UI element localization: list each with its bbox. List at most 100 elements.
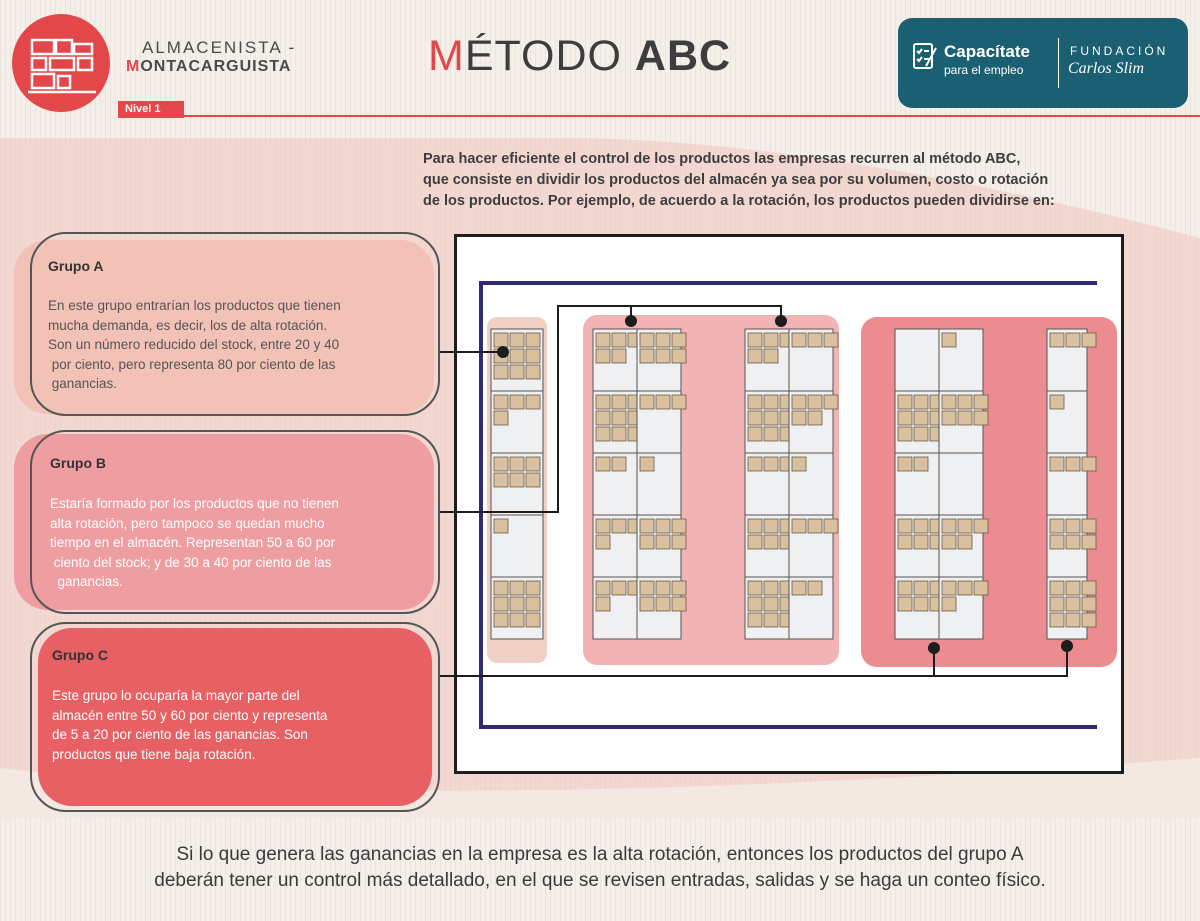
group-b-line: tiempo en el almacén. Representan 50 a 6… <box>50 535 336 550</box>
product-box <box>639 456 655 472</box>
product-box <box>1049 612 1065 628</box>
page-title: MÉTODO ABC <box>428 32 731 81</box>
product-box <box>639 518 655 534</box>
product-box <box>639 596 655 612</box>
product-box <box>1081 518 1097 534</box>
product-box <box>595 534 611 550</box>
product-box <box>595 332 611 348</box>
product-box <box>1065 596 1081 612</box>
product-box <box>525 364 541 380</box>
product-box <box>913 410 929 426</box>
intro-line: de los productos. Por ejemplo, de acuerd… <box>423 193 1055 209</box>
product-box <box>913 534 929 550</box>
product-box <box>763 394 779 410</box>
group-a-line: Son un número reducido del stock, entre … <box>48 337 340 352</box>
product-box <box>655 348 671 364</box>
product-box <box>897 426 913 442</box>
product-box <box>595 518 611 534</box>
intro-line: Para hacer eficiente el control de los p… <box>423 151 1021 167</box>
product-box <box>595 394 611 410</box>
conclusion-line: Si lo que genera las ganancias en la emp… <box>176 844 1024 865</box>
warehouse-diagram <box>454 234 1124 774</box>
product-box <box>525 472 541 488</box>
product-box <box>791 456 807 472</box>
warehouse-svg <box>479 281 1117 729</box>
connector-group-c <box>440 646 1068 677</box>
product-box <box>957 534 973 550</box>
partner-org: FUNDACIÓN <box>1070 44 1169 58</box>
product-box <box>897 534 913 550</box>
product-box <box>747 596 763 612</box>
group-a-line: mucha demanda, es decir, los de alta rot… <box>48 317 328 333</box>
product-box <box>595 426 611 442</box>
connector-dot <box>1061 640 1073 652</box>
product-box <box>957 518 973 534</box>
conclusion-line: deberán tener un control más detallado, … <box>154 870 1046 891</box>
title-abc: ABC <box>634 32 732 80</box>
product-box <box>493 456 509 472</box>
group-a-line: ganancias. <box>48 376 118 391</box>
group-a-text: En este grupo entrarían los productos qu… <box>48 296 438 394</box>
product-box <box>611 332 627 348</box>
product-box <box>493 410 509 426</box>
product-box <box>493 596 509 612</box>
group-c-line: almacén entre 50 y 60 por ciento y repre… <box>52 707 328 723</box>
product-box <box>611 426 627 442</box>
product-box <box>747 580 763 596</box>
product-box <box>655 534 671 550</box>
connector-dot <box>775 315 787 327</box>
group-c-text: Este grupo lo ocuparía la mayor parte de… <box>52 686 432 764</box>
product-box <box>941 332 957 348</box>
product-box <box>957 580 973 596</box>
product-box <box>941 518 957 534</box>
product-box <box>671 596 687 612</box>
product-box <box>747 332 763 348</box>
product-box <box>595 580 611 596</box>
product-box <box>1081 534 1097 550</box>
product-box <box>525 332 541 348</box>
partner-signature: Carlos Slim <box>1068 60 1145 77</box>
level-badge: Nivel 1 <box>118 101 184 118</box>
product-box <box>763 410 779 426</box>
product-box <box>913 596 929 612</box>
product-box <box>1065 580 1081 596</box>
group-b-outline <box>30 430 440 614</box>
product-box <box>763 518 779 534</box>
title-middle: ÉTODO <box>464 32 635 80</box>
product-box <box>823 332 839 348</box>
brand-line1: ALMACENISTA - <box>142 38 297 57</box>
product-box <box>611 456 627 472</box>
rack-cell <box>938 452 984 516</box>
product-box <box>655 580 671 596</box>
group-b-line: Estaría formado por los productos que no… <box>50 496 339 511</box>
product-box <box>807 410 823 426</box>
product-box <box>941 534 957 550</box>
product-box <box>671 332 687 348</box>
product-box <box>747 612 763 628</box>
group-a-line: En este grupo entrarían los productos qu… <box>48 298 341 313</box>
product-box <box>509 332 525 348</box>
product-box <box>639 348 655 364</box>
product-box <box>747 456 763 472</box>
product-box <box>897 410 913 426</box>
group-a-title: Grupo A <box>48 258 104 274</box>
product-box <box>973 518 989 534</box>
product-box <box>493 364 509 380</box>
product-box <box>1049 456 1065 472</box>
product-box <box>525 348 541 364</box>
brand-initial: M <box>126 58 141 75</box>
product-box <box>1081 456 1097 472</box>
product-box <box>973 394 989 410</box>
product-box <box>913 456 929 472</box>
product-box <box>791 580 807 596</box>
group-c-fill <box>38 628 432 806</box>
product-box <box>941 394 957 410</box>
product-box <box>611 394 627 410</box>
product-box <box>763 348 779 364</box>
product-box <box>747 410 763 426</box>
product-box <box>509 394 525 410</box>
product-box <box>897 518 913 534</box>
product-box <box>1081 612 1097 628</box>
product-box <box>525 596 541 612</box>
product-box <box>807 394 823 410</box>
